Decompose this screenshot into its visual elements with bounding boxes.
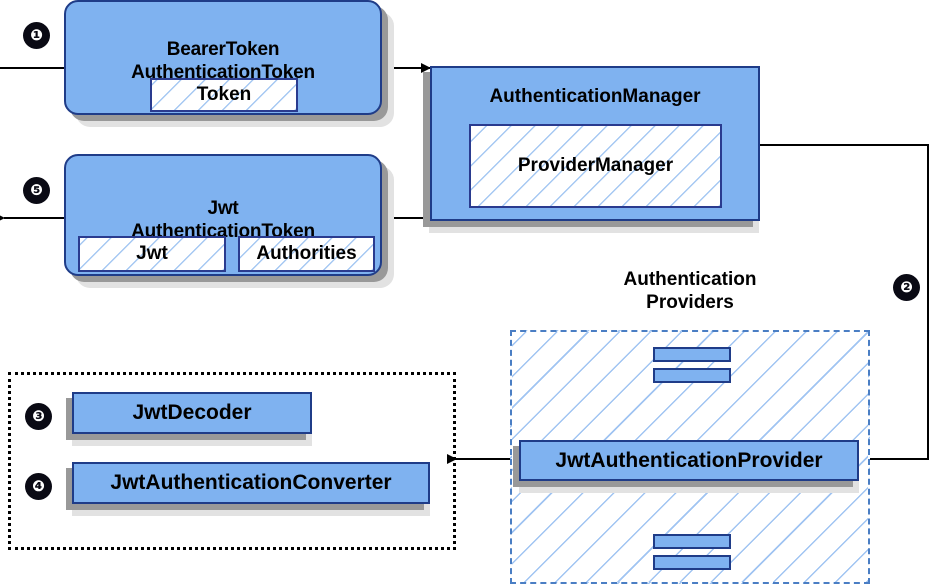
provider-stack-bar-bottom-2 bbox=[653, 555, 731, 570]
bearer-token-card-title: BearerToken AuthenticationToken bbox=[131, 38, 315, 83]
jwt-decoder-label: JwtDecoder bbox=[132, 401, 252, 424]
authorities-inner-box: Authorities bbox=[238, 236, 375, 272]
step-badge-5: ❺ bbox=[24, 178, 49, 203]
jwt-authentication-converter-label: JwtAuthenticationConverter bbox=[110, 471, 392, 494]
provider-stack-bar-top-2 bbox=[653, 368, 731, 383]
step-badge-2: ❷ bbox=[894, 275, 919, 300]
provider-manager-label: ProviderManager bbox=[517, 155, 674, 176]
jwt-authentication-provider-box[interactable]: JwtAuthenticationProvider bbox=[519, 440, 859, 481]
step-badge-4: ❹ bbox=[26, 474, 51, 499]
provider-stack-bar-top-1 bbox=[653, 347, 731, 362]
jwt-decoder-box[interactable]: JwtDecoder bbox=[72, 392, 312, 434]
jwt-inner-box: Jwt bbox=[78, 236, 226, 272]
authentication-providers-group-label: Authentication Providers bbox=[623, 269, 757, 313]
authorities-inner-label: Authorities bbox=[256, 243, 357, 264]
bearer-token-authentication-token-card[interactable]: BearerToken AuthenticationToken bbox=[64, 0, 382, 115]
step-badge-3: ❸ bbox=[26, 404, 51, 429]
authentication-manager-title: AuthenticationManager bbox=[489, 86, 701, 107]
token-inner-box: Token bbox=[150, 78, 298, 112]
provider-manager-inner-box: ProviderManager bbox=[469, 124, 722, 208]
step-badge-1: ❶ bbox=[24, 23, 49, 48]
jwt-authentication-provider-label: JwtAuthenticationProvider bbox=[555, 448, 823, 472]
jwt-inner-label: Jwt bbox=[136, 243, 168, 264]
provider-stack-bar-bottom-1 bbox=[653, 534, 731, 549]
jwt-authentication-converter-box[interactable]: JwtAuthenticationConverter bbox=[72, 462, 430, 504]
token-inner-label: Token bbox=[196, 84, 252, 105]
